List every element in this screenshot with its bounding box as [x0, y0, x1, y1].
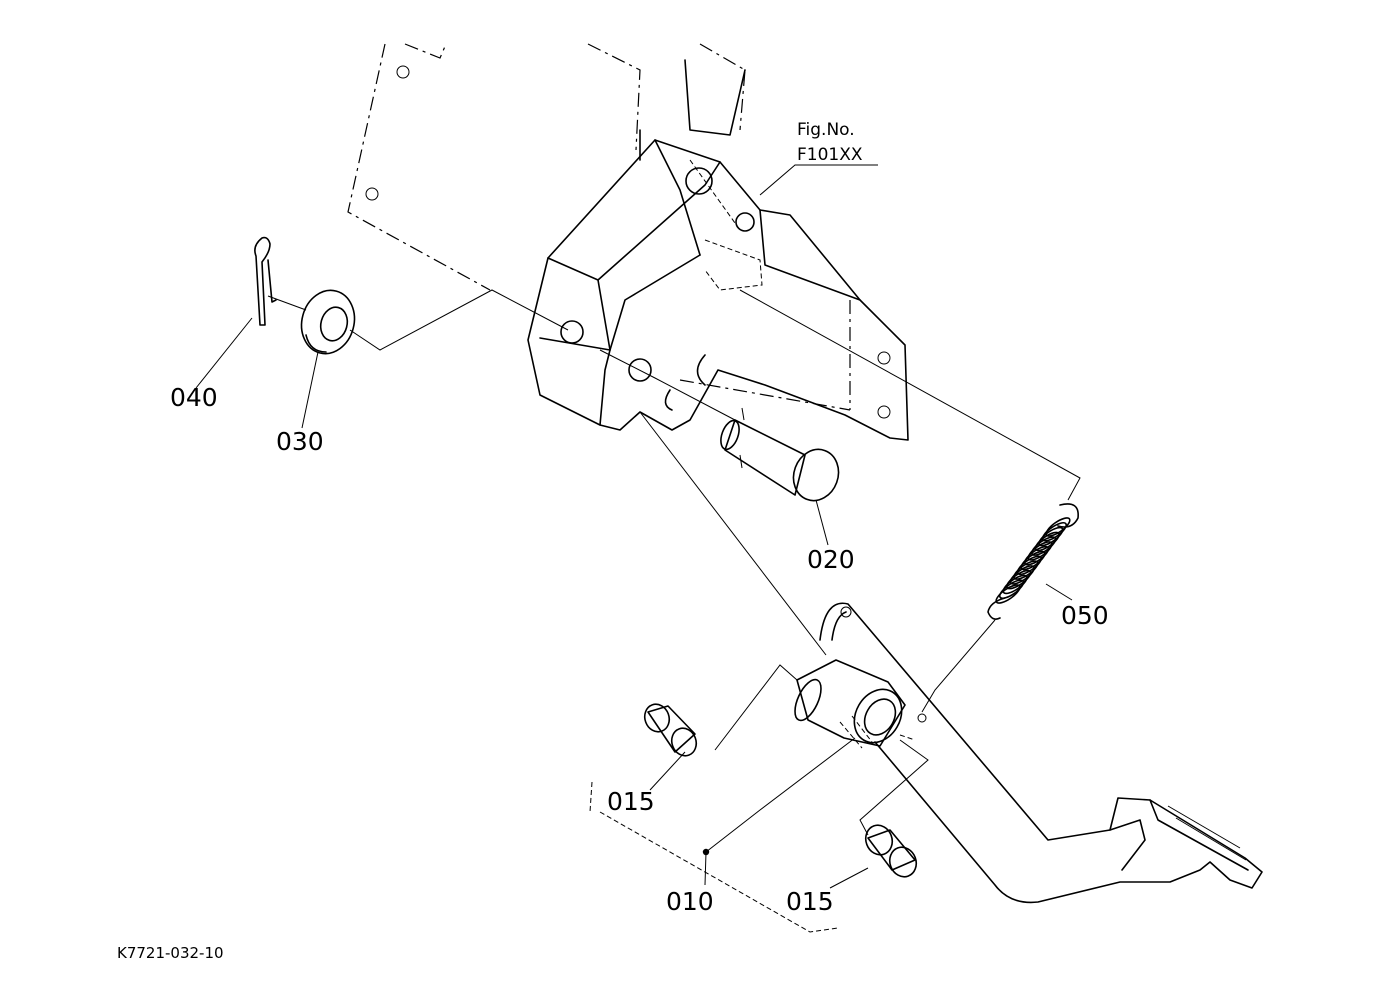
spring-coil — [998, 579, 1025, 600]
cotter-pin — [254, 236, 277, 326]
callout-labels: 040 030 020 050 015 010 015 Fig.No. F101… — [117, 120, 1109, 962]
callout-040: 040 — [170, 383, 218, 412]
clevis-pin — [720, 407, 840, 502]
fig-no-label: Fig.No. — [797, 120, 855, 140]
callout-015-lower: 015 — [786, 887, 834, 916]
callout-015-upper: 015 — [607, 787, 655, 816]
bushing-upper — [643, 703, 698, 757]
brake-pedal-arm — [794, 602, 1263, 904]
callout-030: 030 — [276, 427, 324, 456]
bushing-lower — [864, 824, 918, 878]
callout-020: 020 — [807, 545, 855, 574]
callout-010: 010 — [666, 887, 714, 916]
frame-plate — [347, 43, 851, 411]
drawing-code: K7721-032-10 — [117, 944, 224, 962]
fig-no-value: F101XX — [797, 145, 863, 165]
return-spring — [987, 503, 1079, 620]
spring-coil — [1002, 574, 1028, 595]
washer — [300, 289, 356, 355]
callout-050: 050 — [1061, 601, 1109, 630]
assembly-lines — [195, 164, 1081, 933]
pedal-bracket — [527, 59, 909, 441]
